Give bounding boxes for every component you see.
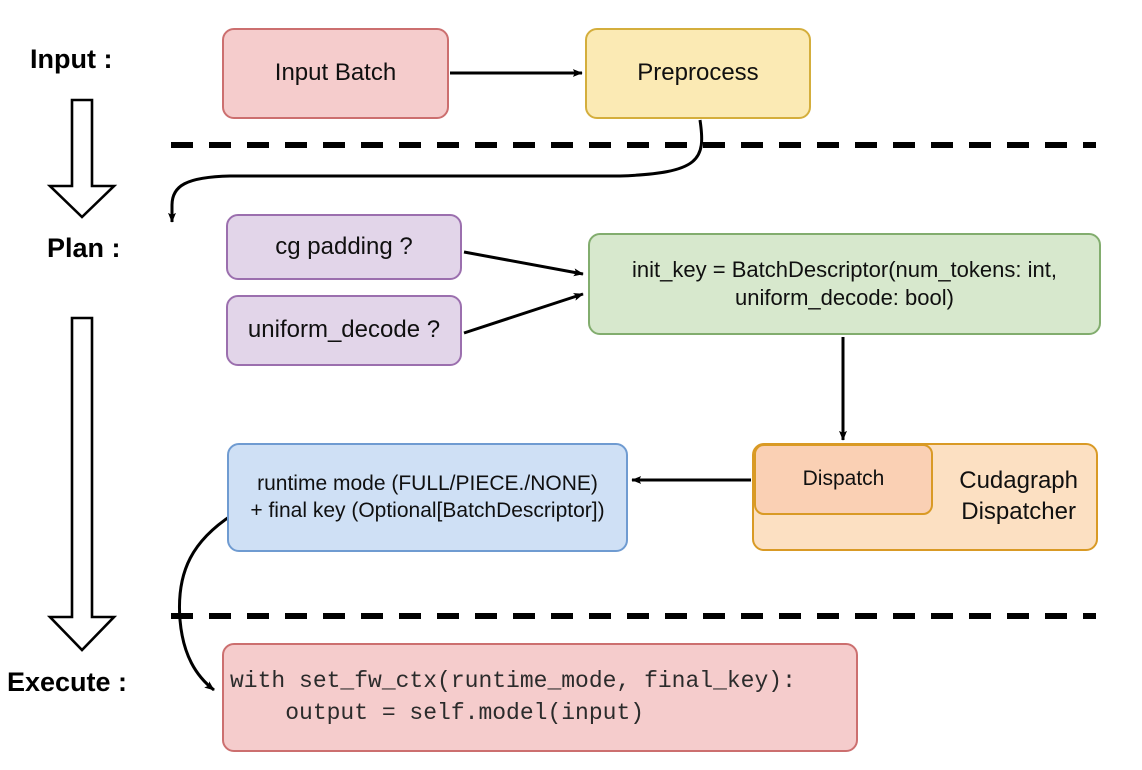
node-runtime-mode-line2: + final key (Optional[BatchDescriptor]) bbox=[250, 498, 605, 522]
node-init-key-text: init_key = BatchDescriptor(num_tokens: i… bbox=[598, 256, 1091, 312]
edge-cg-padding-to-init-key bbox=[463, 250, 584, 277]
node-cudagraph-dispatcher-text: Cudagraph Dispatcher bbox=[959, 466, 1078, 527]
node-input-batch-label: Input Batch bbox=[274, 59, 397, 87]
node-runtime-mode-line1: runtime mode (FULL/PIECE./NONE) bbox=[257, 471, 598, 495]
stage-label-plan: Plan : bbox=[47, 233, 121, 263]
node-cudagraph-dispatcher-line2: Dispatcher bbox=[961, 498, 1076, 525]
node-code-line2: output = self.model(input) bbox=[230, 699, 645, 726]
input-to-plan-arrow bbox=[46, 98, 118, 219]
node-input-batch[interactable]: Input Batch bbox=[222, 28, 449, 119]
stage-label-execute: Execute : bbox=[7, 667, 128, 697]
node-uniform-decode-label: uniform_decode ? bbox=[247, 316, 441, 344]
node-init-key[interactable]: init_key = BatchDescriptor(num_tokens: i… bbox=[588, 233, 1101, 335]
node-preprocess-label: Preprocess bbox=[637, 59, 759, 87]
node-cudagraph-dispatcher-line1: Cudagraph bbox=[959, 467, 1078, 495]
stage-label-input: Input : bbox=[30, 44, 113, 74]
node-init-key-line1: init_key = BatchDescriptor(num_tokens: i… bbox=[632, 256, 1057, 282]
node-dispatch[interactable]: Dispatch bbox=[754, 444, 933, 515]
node-preprocess[interactable]: Preprocess bbox=[585, 28, 811, 119]
plan-to-execute-arrow bbox=[46, 316, 118, 652]
node-cg-padding[interactable]: cg padding ? bbox=[226, 214, 462, 280]
node-code-block[interactable]: with set_fw_ctx(runtime_mode, final_key)… bbox=[222, 643, 858, 752]
node-code-line1: with set_fw_ctx(runtime_mode, final_key)… bbox=[230, 668, 796, 695]
edge-uniform-decode-to-init-key bbox=[463, 292, 584, 335]
node-runtime-mode-text: runtime mode (FULL/PIECE./NONE) + final … bbox=[237, 471, 618, 525]
node-uniform-decode[interactable]: uniform_decode ? bbox=[226, 295, 462, 366]
node-code-block-text: with set_fw_ctx(runtime_mode, final_key)… bbox=[230, 666, 848, 728]
edge-preprocess-to-cg-padding bbox=[168, 119, 704, 223]
node-dispatch-label: Dispatch bbox=[802, 467, 885, 491]
node-runtime-mode[interactable]: runtime mode (FULL/PIECE./NONE) + final … bbox=[227, 443, 628, 552]
node-init-key-line2: uniform_decode: bool) bbox=[735, 285, 954, 310]
node-cg-padding-label: cg padding ? bbox=[275, 232, 413, 260]
